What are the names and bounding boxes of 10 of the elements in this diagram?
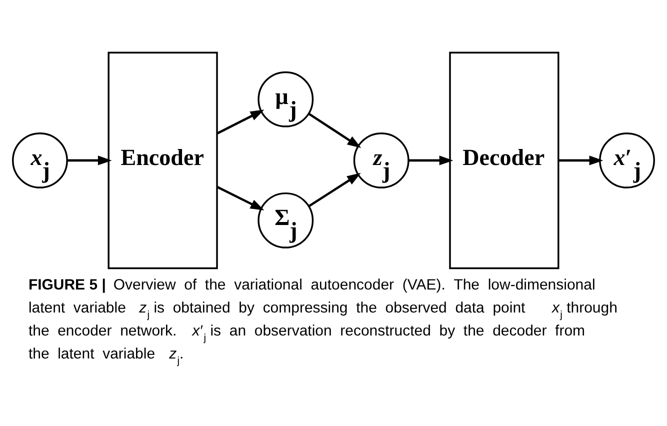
arrow (408, 155, 454, 165)
caption: FIGURE 5 | Overview of the variational autoencoder (VAE). The low-dimensional latent variable z$_{j}$ is obtained by compressing the observed data point x$_{j}$ through the encoder network. x′$_{j}$ is an observation reconstructed by the decoder from the latent variable z$_{j}$. (28, 276, 618, 367)
arrow (558, 155, 604, 165)
arrow (216, 185, 264, 210)
arrow (308, 172, 361, 207)
arrow (308, 112, 362, 148)
arrow (67, 155, 112, 165)
node-box: Encoder (108, 51, 218, 269)
arrow (216, 109, 264, 134)
node-box: Decoder (449, 51, 560, 269)
